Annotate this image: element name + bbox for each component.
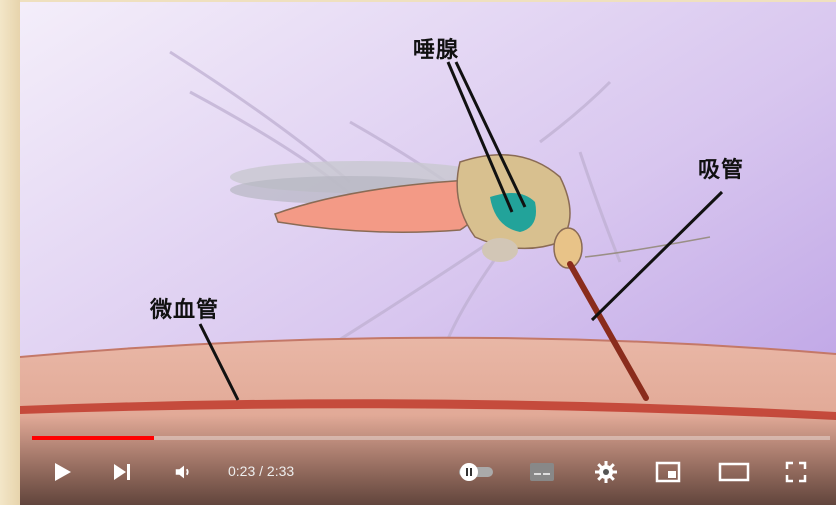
theater-mode-button[interactable] <box>714 454 754 490</box>
play-button[interactable] <box>44 454 80 490</box>
settings-button[interactable] <box>588 454 624 490</box>
label-capillary: 微血管 <box>150 292 219 324</box>
theater-mode-icon <box>718 462 750 482</box>
play-icon <box>50 460 74 484</box>
video-player[interactable]: 唾腺 吸管 微血管 0:23 / 2:33 <box>20 2 836 505</box>
time-display: 0:23 / 2:33 <box>228 463 294 479</box>
volume-button[interactable] <box>166 454 202 490</box>
miniplayer-button[interactable] <box>650 454 686 490</box>
volume-icon <box>173 461 195 483</box>
fullscreen-icon <box>784 460 808 484</box>
progress-bar[interactable] <box>32 436 830 440</box>
subtitles-icon <box>529 461 555 483</box>
label-proboscis: 吸管 <box>698 152 744 184</box>
autoplay-toggle-icon <box>457 462 495 482</box>
page-background-left <box>0 0 20 505</box>
duration: 2:33 <box>267 463 294 479</box>
progress-played <box>32 436 154 440</box>
subtitles-button[interactable] <box>524 454 560 490</box>
label-salivary-glands: 唾腺 <box>413 32 459 64</box>
settings-icon <box>594 460 618 484</box>
fullscreen-button[interactable] <box>778 454 814 490</box>
next-icon <box>110 460 134 484</box>
current-time: 0:23 <box>228 463 255 479</box>
time-separator: / <box>255 463 267 479</box>
miniplayer-icon <box>655 461 681 483</box>
autoplay-toggle[interactable] <box>454 454 498 490</box>
next-button[interactable] <box>104 454 140 490</box>
